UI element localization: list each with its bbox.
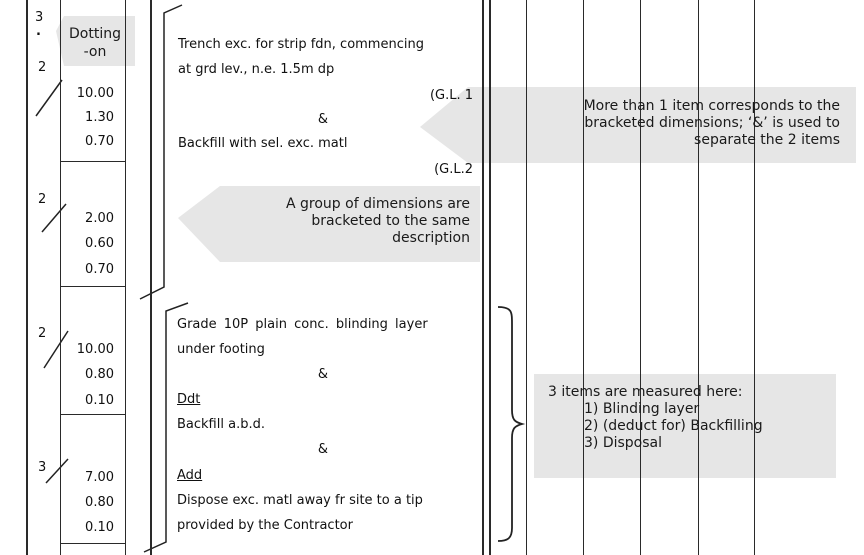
bracket-top bbox=[139, 4, 183, 300]
desc-ampersand: & bbox=[317, 442, 329, 457]
dim-value: 0.80 bbox=[85, 367, 114, 382]
rule-desc-left bbox=[150, 0, 152, 555]
three-items-line4: 3) Disposal bbox=[584, 435, 662, 451]
group-line2: bracketed to the same bbox=[311, 213, 470, 229]
desc-ref-gl1: (G.L. 1 bbox=[429, 88, 473, 103]
dim-separator bbox=[60, 414, 126, 415]
rule-desc-right-a bbox=[482, 0, 484, 555]
dim-value: 0.70 bbox=[85, 262, 114, 277]
timesing-group-2: 2 bbox=[38, 192, 47, 207]
desc-trench-line2: at grd lev., n.e. 1.5m dp bbox=[178, 62, 335, 77]
dim-separator bbox=[60, 286, 126, 287]
rule-col-4 bbox=[526, 0, 527, 555]
timesing-slash bbox=[35, 79, 63, 117]
bracket-bottom bbox=[143, 302, 189, 553]
timesing-group-1: 2 bbox=[38, 60, 47, 75]
group-callout-text: A group of dimensions are bracketed to t… bbox=[220, 196, 470, 247]
dotting-callout-line1: Dotting bbox=[69, 26, 121, 42]
desc-backfill-abd: Backfill a.b.d. bbox=[177, 417, 265, 432]
group-callout-shape bbox=[178, 186, 480, 262]
timesing-slash bbox=[45, 458, 69, 484]
dim-value: 0.10 bbox=[85, 393, 114, 408]
dim-value: 0.60 bbox=[85, 236, 114, 251]
dim-value: 0.80 bbox=[85, 495, 114, 510]
desc-ref-gl2: (G.L.2 bbox=[434, 162, 473, 177]
three-items-line1: 3 items are measured here: bbox=[548, 384, 743, 400]
desc-blinding-line2: under footing bbox=[177, 342, 265, 357]
three-items-line3: 2) (deduct for) Backfilling bbox=[584, 418, 763, 434]
more-items-line3: separate the 2 items bbox=[694, 132, 840, 148]
rule-col-5 bbox=[583, 0, 584, 555]
rule-dim-left bbox=[60, 0, 61, 555]
rule-col-6 bbox=[640, 0, 641, 555]
desc-blinding-line1: Grade 10P plain conc. blinding layer bbox=[177, 317, 428, 332]
dotting-callout-text: Dotting -on bbox=[64, 25, 126, 61]
more-items-callout-text: More than 1 item corresponds to the brac… bbox=[470, 98, 840, 149]
dim-value: 0.10 bbox=[85, 520, 114, 535]
timesing-slash bbox=[43, 330, 69, 369]
dim-value: 10.00 bbox=[76, 342, 114, 357]
dim-value: 2.00 bbox=[85, 211, 114, 226]
three-items-callout-text: 3 items are measured here: 1) Blinding l… bbox=[548, 384, 763, 452]
group-line1: A group of dimensions are bbox=[286, 196, 470, 212]
rule-dim-right bbox=[125, 0, 126, 555]
three-items-line2: 1) Blinding layer bbox=[584, 401, 700, 417]
desc-dispose-line1: Dispose exc. matl away fr site to a tip bbox=[177, 493, 423, 508]
dim-value: 0.70 bbox=[85, 134, 114, 149]
rule-col-8 bbox=[754, 0, 755, 555]
dim-value: 1.30 bbox=[85, 110, 114, 125]
curly-brace bbox=[497, 306, 526, 542]
dim-value: 7.00 bbox=[85, 470, 114, 485]
dim-separator bbox=[60, 161, 126, 162]
group-line3: description bbox=[392, 230, 470, 246]
dim-separator bbox=[60, 543, 126, 544]
more-items-line2: bracketed dimensions; ‘&’ is used to bbox=[584, 115, 840, 131]
three-items-callout-shape bbox=[534, 374, 836, 478]
desc-add-heading: Add bbox=[177, 468, 203, 483]
dotting-callout-line2: -on bbox=[83, 44, 107, 60]
rule-timesing-left bbox=[26, 0, 28, 555]
dim-value: 10.00 bbox=[76, 86, 114, 101]
timesing-group-3: 2 bbox=[38, 326, 47, 341]
desc-dispose-line2: provided by the Contractor bbox=[177, 518, 353, 533]
desc-ddt-heading: Ddt bbox=[177, 392, 201, 407]
rule-desc-right-b bbox=[489, 0, 491, 555]
dotting-dot: . bbox=[36, 24, 41, 39]
more-items-callout-shape bbox=[420, 87, 856, 163]
timesing-group-4: 3 bbox=[38, 460, 47, 475]
timesing-top: 3 bbox=[35, 10, 44, 25]
desc-ampersand: & bbox=[317, 367, 329, 382]
desc-backfill: Backfill with sel. exc. matl bbox=[178, 136, 348, 151]
timesing-slash bbox=[41, 203, 67, 233]
more-items-line1: More than 1 item corresponds to the bbox=[583, 98, 840, 114]
dotting-callout-shape bbox=[56, 16, 135, 66]
desc-trench-line1: Trench exc. for strip fdn, commencing bbox=[178, 37, 424, 52]
desc-ampersand: & bbox=[317, 112, 329, 127]
rule-col-7 bbox=[698, 0, 699, 555]
